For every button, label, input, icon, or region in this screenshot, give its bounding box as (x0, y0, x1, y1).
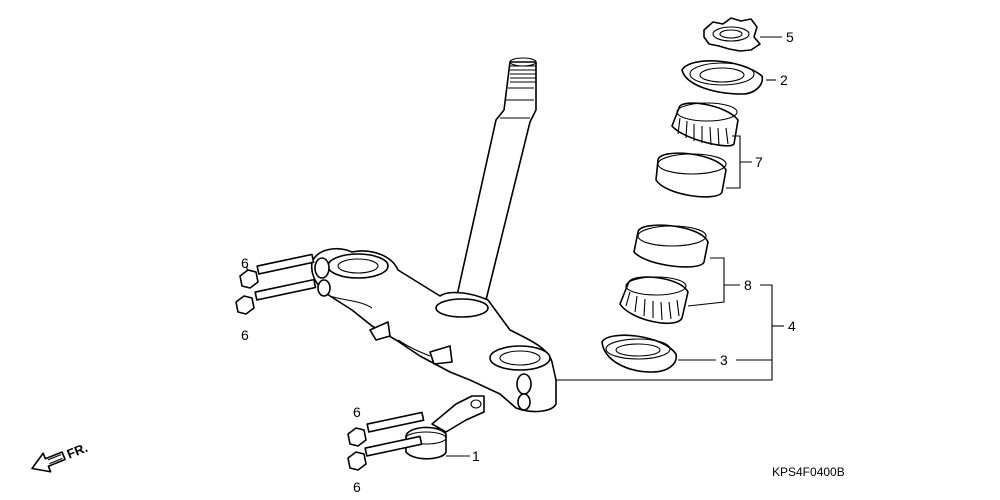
callout-2: 2 (780, 72, 788, 88)
direction-label: FR. (65, 440, 90, 462)
callout-7: 7 (755, 154, 763, 170)
bottom-bridge (310, 248, 557, 413)
callout-6-upper-a: 6 (241, 255, 249, 271)
callout-1: 1 (472, 448, 480, 464)
lower-bearing-part-8 (619, 276, 689, 325)
callout-6-lower-a: 6 (353, 404, 361, 420)
hose-guide-part-1 (405, 395, 485, 460)
upper-outer-race (655, 152, 727, 198)
bolt-upper-left-2 (235, 278, 317, 315)
callout-6-lower-b: 6 (353, 479, 361, 495)
bolt-upper-left-1 (239, 253, 315, 289)
upper-bearing-set-part-7 (671, 102, 739, 147)
lock-nut-part-5 (703, 17, 761, 52)
bolt-lower-left-2 (347, 435, 423, 471)
callout-6-upper-b: 6 (241, 327, 249, 343)
callout-5: 5 (786, 29, 794, 45)
bolt-lower-left-1 (347, 411, 425, 447)
callout-8: 8 (744, 277, 752, 293)
callout-4: 4 (788, 318, 796, 334)
lower-dust-seal-part-3 (601, 334, 677, 373)
lower-outer-race (633, 224, 709, 268)
callout-3: 3 (720, 352, 728, 368)
leader-lines (246, 36, 784, 457)
front-direction-arrow: FR. (31, 440, 90, 473)
dust-seal-part-2 (681, 60, 764, 95)
diagram-code: KPS4F0400B (772, 465, 845, 479)
steering-stem-shaft (455, 57, 537, 301)
